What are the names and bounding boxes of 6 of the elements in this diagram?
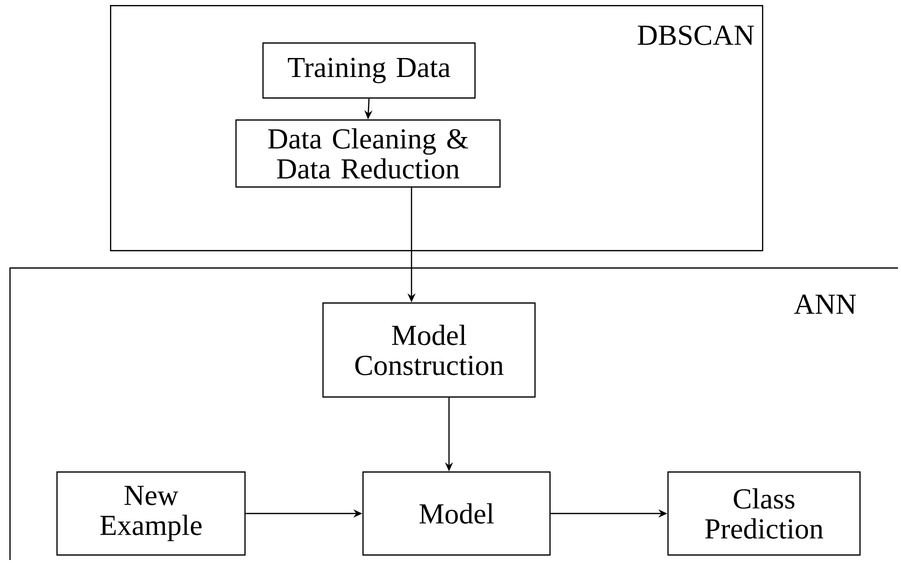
process-box: Training Data (262, 42, 476, 99)
process-box: Model Construction (322, 302, 536, 398)
process-box: Model (362, 471, 551, 556)
process-box: New Example (56, 471, 246, 556)
process-box: Data Cleaning & Data Reduction (235, 119, 501, 188)
process-box: Class Prediction (667, 471, 861, 556)
